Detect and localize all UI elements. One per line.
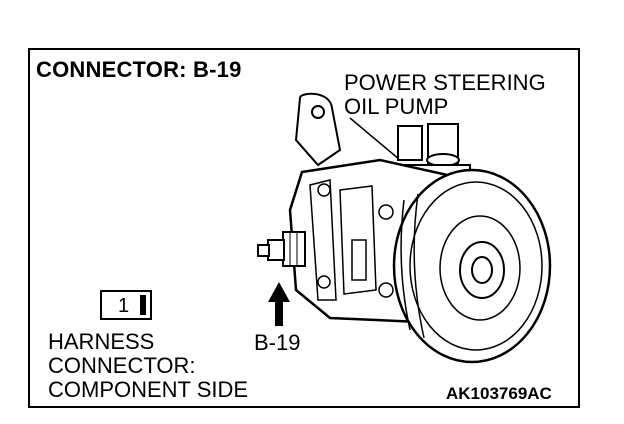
figure-code: AK103769AC	[446, 384, 552, 403]
pump-label-line1: POWER STEERING	[344, 70, 546, 95]
hose-fitting-left	[397, 125, 423, 161]
diagram-frame	[28, 48, 580, 408]
mounting-bracket	[294, 92, 342, 167]
connector-latch	[140, 295, 146, 315]
connector-pin-number: 1	[118, 295, 130, 317]
harness-label: HARNESS CONNECTOR: COMPONENT SIDE	[48, 330, 248, 402]
connector-title: CONNECTOR: B-19	[36, 57, 242, 82]
harness-label-line2: CONNECTOR:	[48, 353, 196, 378]
leader-line	[349, 117, 401, 161]
up-arrow-icon	[268, 282, 290, 326]
harness-label-line3: COMPONENT SIDE	[48, 377, 249, 402]
pump-label: POWER STEERING OIL PUMP	[344, 71, 546, 119]
connector-b19	[257, 231, 306, 267]
harness-label-line1: HARNESS	[48, 329, 155, 354]
connector-callout: B-19	[254, 330, 301, 355]
pump-label-line2: OIL PUMP	[344, 94, 449, 119]
harness-connector-face: 1	[100, 290, 152, 320]
